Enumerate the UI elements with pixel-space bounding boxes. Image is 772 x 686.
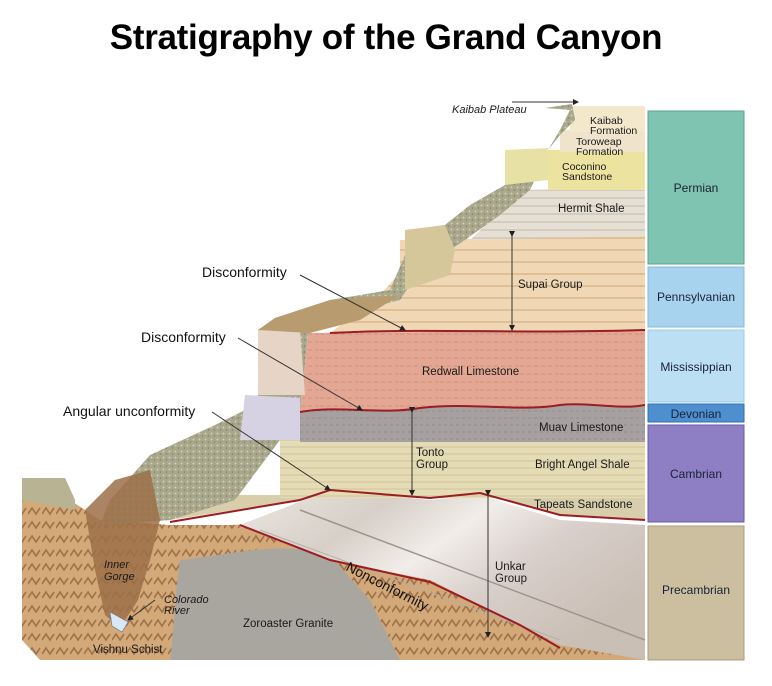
label-pennsylvanian: Pennsylvanian: [657, 290, 735, 304]
label-toroweap-1: Toroweap: [576, 136, 622, 148]
label-kaibab-2: Formation: [590, 125, 637, 137]
label-tapeats-sandstone: Tapeats Sandstone: [534, 499, 632, 511]
diagram-title: Stratigraphy of the Grand Canyon: [109, 18, 663, 57]
kaibab-formation-layer: [570, 106, 645, 132]
muav-limestone-layer: [300, 404, 645, 442]
period-pennsylvanian: [647, 266, 745, 328]
label-coconino-2: Sandstone: [562, 171, 612, 183]
label-permian: Permian: [674, 181, 719, 195]
period-permian: [647, 110, 745, 265]
coconino-sandstone-layer: [548, 150, 645, 190]
period-precambrian: [647, 525, 745, 661]
label-bright-angel-shale: Bright Angel Shale: [535, 459, 630, 471]
label-zoroaster-granite: Zoroaster Granite: [243, 618, 333, 630]
label-toroweap-2: Formation: [576, 146, 623, 158]
label-disconformity-upper: Disconformity: [202, 264, 287, 280]
label-tonto-1: Tonto: [416, 447, 444, 459]
toroweap-formation-layer: [560, 130, 645, 152]
label-redwall-limestone: Redwall Limestone: [422, 366, 519, 378]
label-coconino-1: Coconino: [562, 161, 607, 173]
label-colorado-2: River: [164, 605, 191, 617]
label-cambrian: Cambrian: [670, 467, 722, 481]
supai-group-layer: [330, 236, 645, 333]
label-vishnu-schist: Vishnu Schist: [93, 644, 163, 656]
geologic-period-column: [647, 110, 745, 661]
label-supai-group: Supai Group: [518, 279, 583, 291]
label-mississippian: Mississippian: [660, 360, 731, 374]
period-cambrian: [647, 424, 745, 523]
label-unkar-2: Group: [495, 573, 527, 585]
label-kaibab-1: Kaibab: [590, 115, 623, 127]
label-angular-unconformity: Angular unconformity: [63, 403, 195, 419]
colorado-river: [109, 611, 129, 633]
label-colorado-1: Colorado: [164, 594, 209, 606]
label-muav-limestone: Muav Limestone: [539, 422, 623, 434]
zoroaster-granite: [170, 548, 400, 660]
label-inner-gorge-1: Inner: [104, 559, 130, 571]
period-devonian: [647, 403, 745, 423]
label-kaibab-plateau: Kaibab Plateau: [452, 104, 527, 116]
inner-gorge: [85, 470, 160, 628]
label-precambrian: Precambrian: [662, 583, 730, 597]
left-block: [22, 478, 75, 660]
bright-angel-shale-layer: [280, 440, 645, 498]
label-inner-gorge-2: Gorge: [104, 571, 135, 583]
label-unkar-1: Unkar: [495, 561, 526, 573]
label-disconformity-lower: Disconformity: [141, 329, 226, 345]
label-devonian: Devonian: [671, 407, 722, 421]
unkar-group-layer: [240, 490, 645, 660]
redwall-limestone-layer: [300, 330, 645, 412]
label-hermit-shale: Hermit Shale: [558, 203, 624, 215]
label-tonto-2: Group: [416, 459, 448, 471]
period-mississippian: [647, 329, 745, 403]
